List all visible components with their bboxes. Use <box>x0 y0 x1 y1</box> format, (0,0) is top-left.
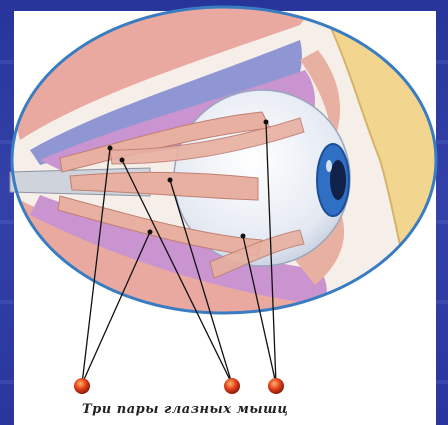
muscle-pointer-icon <box>74 378 284 394</box>
pupil <box>330 160 346 200</box>
marker-pair-1 <box>74 378 90 394</box>
figure-caption: Три пары глазных мышц <box>82 402 288 417</box>
marker-pair-3 <box>268 378 284 394</box>
marker-pair-2 <box>224 378 240 394</box>
